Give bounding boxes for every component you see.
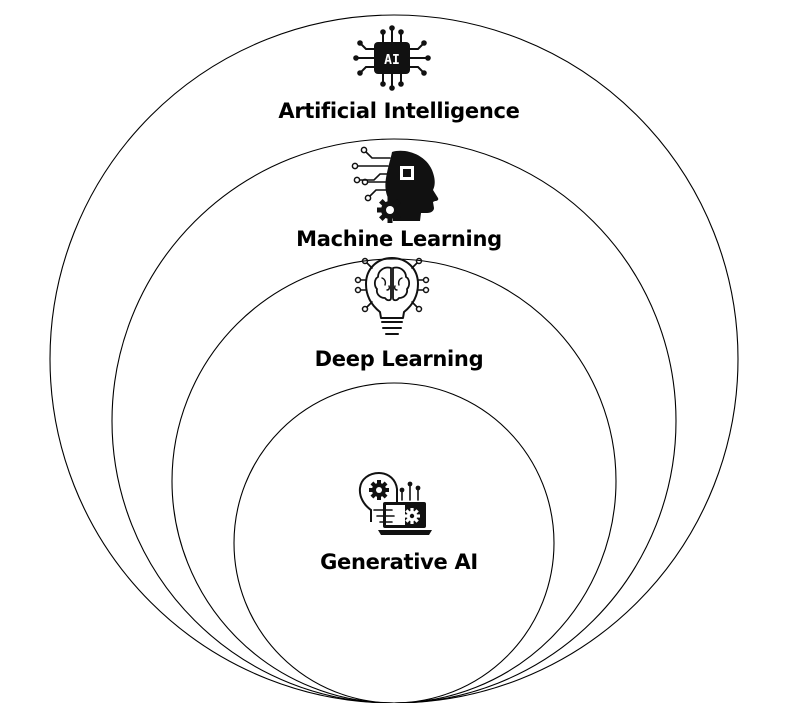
label-artificial-intelligence: Artificial Intelligence [278,99,520,123]
ai-chip-icon: AI [353,25,431,91]
brain-lightbulb-icon [354,257,430,335]
head-laptop-gears-icon [358,471,432,535]
ring-artificial-intelligence [49,14,739,703]
head-circuit-gear-icon [351,146,439,223]
chip-label: AI [384,53,400,68]
label-generative-ai: Generative AI [320,550,478,574]
ring-machine-learning [111,138,677,703]
label-machine-learning: Machine Learning [296,227,502,251]
label-deep-learning: Deep Learning [314,347,484,371]
ring-generative-ai [233,382,555,703]
